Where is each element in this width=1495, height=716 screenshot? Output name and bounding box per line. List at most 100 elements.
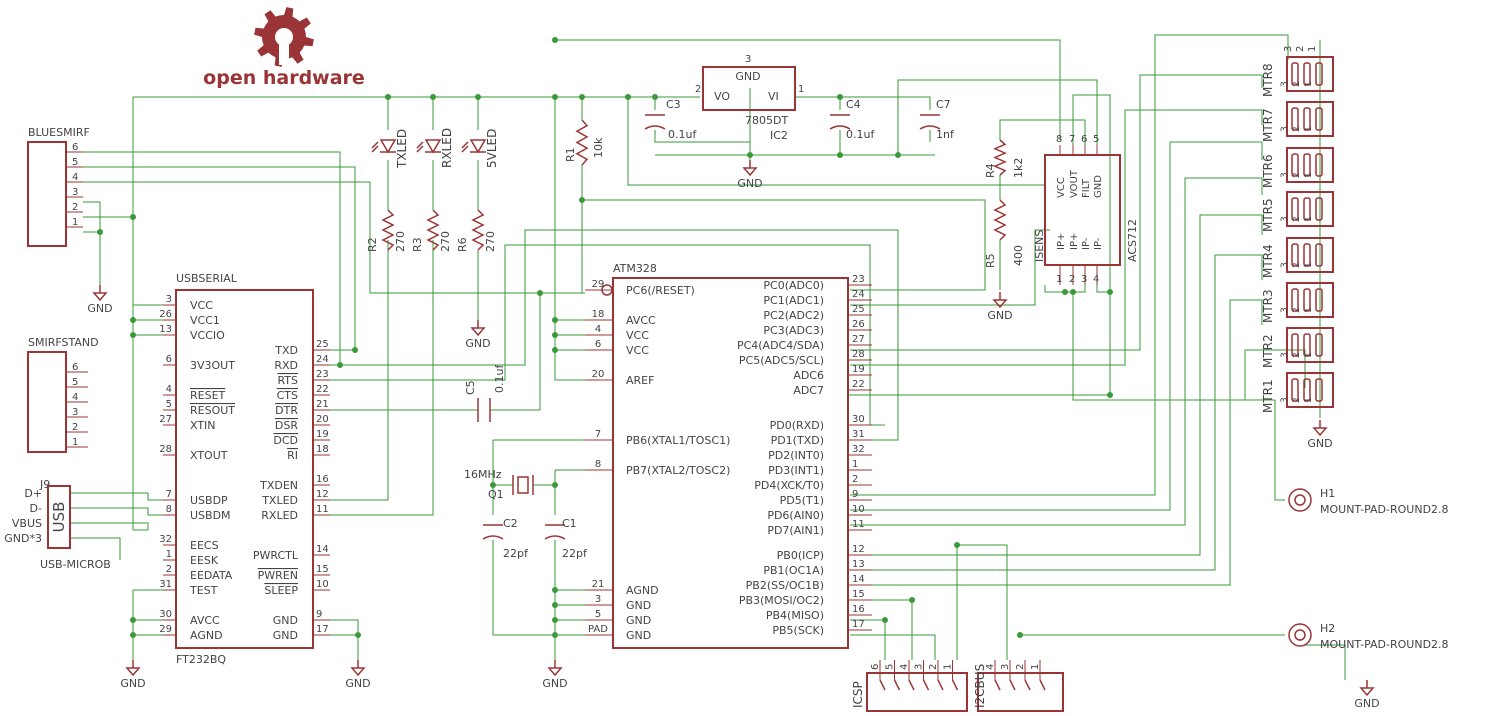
- pin-number: 2: [1292, 262, 1302, 268]
- pin-label: PB0(ICP): [777, 549, 824, 562]
- cap-name: C4: [846, 98, 861, 111]
- pin-label: RESET: [190, 389, 226, 402]
- motor-header-mtr4: [1286, 237, 1334, 273]
- pin-number: 24: [852, 289, 865, 300]
- header-pin: [1291, 107, 1299, 131]
- pin-label: RESOUT: [190, 404, 235, 417]
- pin-label: PB1(OC1A): [763, 564, 824, 577]
- pin-number: 4: [72, 172, 78, 183]
- pin-number: 8: [166, 504, 172, 515]
- pin-number: 13: [852, 559, 865, 570]
- pin-label: PB5(SCK): [772, 624, 824, 637]
- usb-connector: [47, 485, 71, 549]
- ground-label: GND: [737, 177, 762, 190]
- pin-number: 1: [1304, 307, 1314, 313]
- resistor-body: [993, 199, 1007, 241]
- pin-number: 26: [852, 319, 865, 330]
- crystal-value: 16MHz: [464, 468, 502, 481]
- junction-dot: [1107, 289, 1113, 295]
- pin-number: 5: [166, 399, 172, 410]
- junction-dot: [1017, 632, 1023, 638]
- resistor-body: [993, 139, 1007, 176]
- motor-name: MTR5: [1261, 198, 1275, 232]
- pin-number: 6: [166, 354, 172, 365]
- wire: [83, 181, 585, 294]
- pin-number: 1: [852, 459, 858, 470]
- ground-icon: [1312, 427, 1328, 437]
- pin-label: XTIN: [190, 419, 216, 432]
- resistor-name: R5: [984, 253, 997, 268]
- pin-number: 3: [1280, 262, 1290, 268]
- pin-label: PD6(AIN0): [767, 509, 824, 522]
- pin-label: AVCC: [626, 314, 656, 327]
- led-name: TXLED: [395, 129, 409, 169]
- pin-number: 29: [159, 624, 172, 635]
- ft232-value: FT232BQ: [176, 653, 226, 666]
- junction-dot: [355, 632, 361, 638]
- pin-number: 2: [1292, 307, 1302, 313]
- pin-number: 1: [1304, 81, 1314, 87]
- pin-number: 28: [852, 349, 865, 360]
- led-name: RXLED: [440, 128, 454, 168]
- header-pin: [1315, 333, 1323, 357]
- header-pin: [1291, 62, 1299, 86]
- pin-label: PB7(XTAL2/TOSC2): [626, 464, 730, 477]
- pin-label: AVCC: [190, 614, 220, 627]
- pin-number: 2: [1292, 397, 1302, 403]
- wire: [313, 240, 389, 501]
- resistor-value: 1k2: [1012, 158, 1025, 178]
- pin-label: GND: [626, 629, 651, 642]
- header-pin: [1303, 197, 1311, 221]
- pin-number: 17: [316, 624, 329, 635]
- pin-number: 24: [316, 354, 329, 365]
- pin-number: 8: [595, 459, 601, 470]
- cap-value: 22pf: [503, 547, 529, 560]
- logo-text: open hardware: [203, 67, 365, 89]
- header-pin: [1291, 197, 1299, 221]
- pin-number: 6: [595, 339, 601, 350]
- mount-name: H1: [1320, 487, 1335, 500]
- junction-dot: [130, 617, 136, 623]
- pin-number: 18: [592, 309, 605, 320]
- pin-number: 15: [316, 564, 329, 575]
- smirfstand-name: SMIRFSTAND: [28, 336, 99, 349]
- wire: [850, 254, 1263, 571]
- ground-icon: [125, 667, 141, 677]
- junction-dot: [552, 632, 558, 638]
- usb-pin-label: D-: [30, 502, 42, 515]
- pin-number: 3: [1280, 352, 1290, 358]
- cap-value: 22pf: [562, 547, 588, 560]
- pin-number: 23: [316, 369, 329, 380]
- capacitor-plate: [829, 125, 851, 130]
- pin-label: VCC: [1056, 177, 1067, 198]
- header-pin: [1291, 378, 1299, 402]
- pin-number: 27: [159, 414, 172, 425]
- mount-pad-icon: [1288, 623, 1312, 647]
- pin-number: 3: [1280, 397, 1290, 403]
- pin-label: USBDM: [190, 509, 231, 522]
- pin-number: 3: [914, 664, 925, 670]
- pin-label: SLEEP: [264, 584, 298, 597]
- label-layer: open hardwareBLUESMIRF654321SMIRFSTAND65…: [4, 46, 1448, 710]
- resistor-name: R1: [564, 147, 577, 162]
- header-pin: [1291, 153, 1299, 177]
- pin-number: 5: [72, 377, 78, 388]
- j9-name: J9: [39, 478, 50, 491]
- junction-dot: [97, 229, 103, 235]
- pin-label: PWREN: [258, 569, 298, 582]
- pin-label: RXD: [274, 359, 298, 372]
- junction-dot: [130, 332, 136, 338]
- bluesmirf-connector: [27, 141, 67, 247]
- resistor-value: 270: [394, 231, 407, 252]
- icsp-name: ICSP: [851, 681, 865, 708]
- resistor-body: [575, 119, 589, 166]
- pin-number: 2: [1069, 274, 1075, 285]
- pin-label: IP+: [1056, 233, 1067, 250]
- pin-number: 32: [159, 534, 172, 545]
- pin-number: 3: [1280, 307, 1290, 313]
- pin-number: 3: [1000, 664, 1011, 670]
- pin-label: TXDEN: [259, 479, 298, 492]
- cap-name: C2: [503, 517, 518, 530]
- pin-label: RXLED: [261, 509, 298, 522]
